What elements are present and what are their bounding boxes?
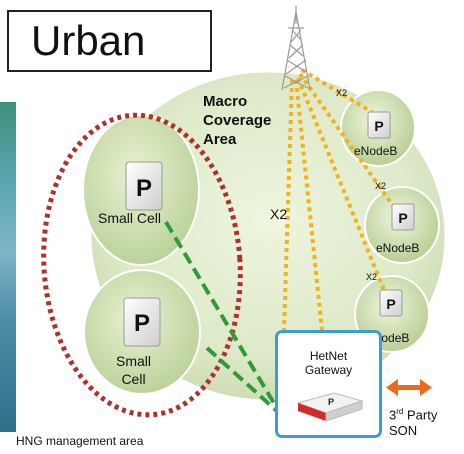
- third-party-line1: 3rd Party: [389, 404, 437, 423]
- third-party-son-label: 3rd Party SON: [389, 404, 437, 439]
- x2-main-label: X2: [270, 206, 288, 222]
- hng-management-area-outline: [41, 112, 243, 418]
- hetnet-gateway-box: HetNet Gateway P: [275, 330, 382, 438]
- gateway-line2: Gateway: [304, 363, 353, 377]
- hng-management-area-label: HNG management area: [16, 434, 144, 448]
- third-party-superscript: rd: [396, 407, 404, 416]
- tower-icon: [281, 6, 311, 91]
- third-party-line2: SON: [389, 423, 418, 439]
- gateway-label: HetNet Gateway: [278, 349, 379, 377]
- small-cell-2-line2: Cell: [121, 371, 146, 387]
- small-cell-label-2: Small Cell: [116, 352, 151, 388]
- macro-label-line1: Macro: [203, 93, 248, 110]
- enodeb-label-2: eNodeB: [376, 241, 420, 255]
- son-double-arrow-icon: [386, 379, 432, 396]
- macro-label-line3: Area: [203, 131, 237, 148]
- svg-text:P: P: [374, 118, 383, 134]
- x2-label-3: X2: [366, 272, 378, 282]
- enodeb-device-icon-3: P: [379, 289, 403, 317]
- macro-label-line2: Coverage: [203, 112, 272, 129]
- svg-text:P: P: [327, 397, 333, 407]
- macro-coverage-label: Macro Coverage Area: [203, 92, 271, 149]
- enodeb-device-icon-1: P: [367, 111, 391, 139]
- third-party-suffix: Party: [403, 407, 438, 423]
- svg-text:P: P: [386, 296, 395, 312]
- page-title: Urban: [7, 10, 212, 72]
- svg-text:P: P: [134, 310, 150, 337]
- gateway-device-icon: P: [295, 392, 364, 422]
- background-scenery-strip: [0, 102, 16, 432]
- x2-links: [282, 68, 398, 331]
- gateway-line1: HetNet: [309, 349, 348, 363]
- backhaul-links: [164, 220, 280, 414]
- third-party-prefix: 3: [389, 407, 397, 423]
- x2-label-2: X2: [375, 181, 387, 191]
- small-cell-2-line1: Small: [116, 353, 152, 369]
- enodeb-label-1: eNodeB: [354, 144, 398, 158]
- small-cell-device-icon-2: P: [123, 297, 161, 347]
- svg-text:P: P: [398, 210, 407, 226]
- small-cell-label-1: Small Cell: [98, 210, 162, 226]
- small-cell-device-icon-1: P: [125, 161, 163, 211]
- enodeb-device-icon-2: P: [391, 203, 415, 231]
- x2-label-1: X2: [336, 88, 348, 98]
- svg-text:P: P: [136, 175, 152, 202]
